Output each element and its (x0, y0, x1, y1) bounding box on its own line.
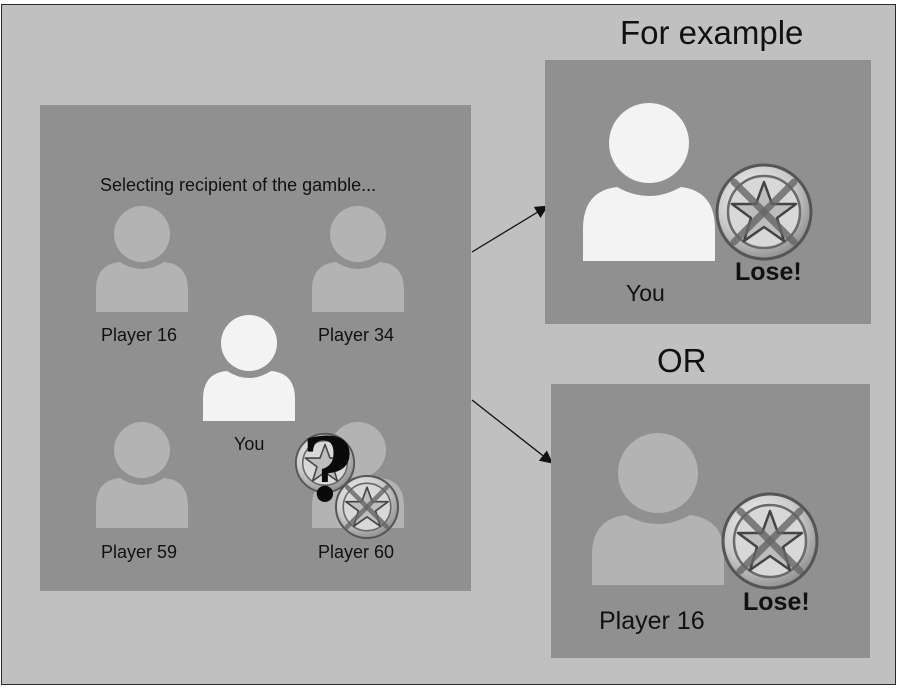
player-60-label: Player 60 (318, 542, 395, 562)
player-34-label: Player 34 (318, 325, 395, 345)
outcome-top-coin-icon (714, 162, 814, 262)
outcome-top-name: You (626, 280, 665, 306)
player-16-avatar (96, 206, 188, 312)
player-59-avatar (96, 422, 188, 528)
outcome-bottom-name: Player 16 (599, 607, 705, 635)
you-label: You (234, 434, 265, 454)
outcome-bottom-panel (551, 384, 870, 658)
outcome-player-16-avatar (592, 433, 724, 585)
or-label: OR (657, 342, 707, 379)
player-34-avatar (312, 206, 404, 312)
you-avatar (203, 315, 295, 421)
selection-caption: Selecting recipient of the gamble... (100, 175, 377, 195)
outcome-top-panel (545, 60, 871, 324)
outcome-bottom-coin-icon (720, 491, 820, 591)
outcome-top-result: Lose! (735, 258, 802, 286)
outcome-you-avatar (583, 103, 715, 261)
player-16-label: Player 16 (101, 325, 178, 345)
outcome-bottom-result: Lose! (743, 588, 810, 616)
player-59-label: Player 59 (101, 542, 178, 562)
example-heading: For example (620, 14, 804, 51)
question-mark-icon: ? (302, 418, 354, 522)
